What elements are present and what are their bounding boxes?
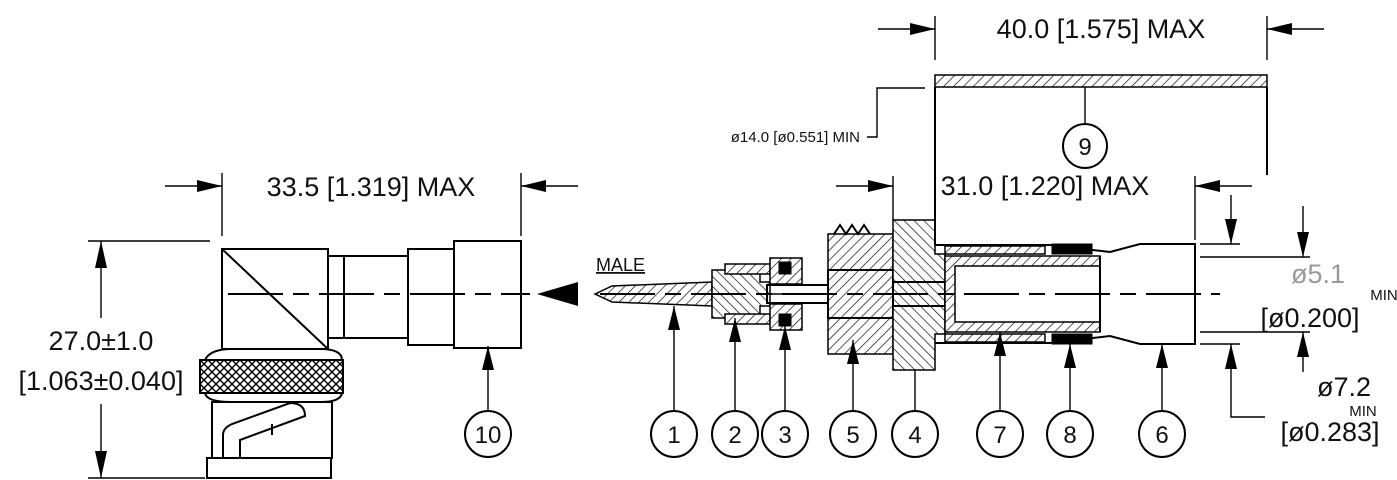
dimension-sleeve-diameter: ø14.0 [ø0.551] MIN — [731, 87, 925, 146]
balloon-10: 10 — [464, 346, 512, 458]
svg-text:ø14.0 [ø0.551] MIN: ø14.0 [ø0.551] MIN — [731, 129, 860, 146]
svg-text:[ø0.283]: [ø0.283] — [1280, 417, 1379, 447]
svg-text:7: 7 — [993, 422, 1006, 449]
svg-text:2: 2 — [728, 422, 741, 449]
heat-shrink-sleeve: 9 — [934, 74, 1268, 245]
svg-text:6: 6 — [1155, 422, 1168, 449]
dimension-height: 27.0±1.0 [1.063±0.040] — [19, 240, 210, 479]
balloon-3: 3 — [761, 326, 809, 458]
balloon-1: 1 — [650, 306, 698, 458]
dimension-diameters: ø5.1 [ø0.200] MIN ø7.2 MIN [ø0.283] — [1200, 195, 1397, 447]
balloon-2: 2 — [711, 318, 759, 458]
cable-assembly-section — [593, 219, 1220, 371]
svg-text:MIN: MIN — [1349, 403, 1377, 420]
mating-arrow: MALE — [537, 255, 645, 306]
svg-text:8: 8 — [1063, 422, 1076, 449]
dimension-strip-length: 31.0 [1.220] MAX — [836, 171, 1252, 240]
balloon-9: 9 — [1078, 134, 1091, 161]
right-angle-connector — [199, 240, 530, 479]
svg-text:ø7.2: ø7.2 — [1317, 372, 1371, 402]
balloon-4: 4 — [891, 370, 939, 458]
height-imperial-label: [1.063±0.040] — [19, 366, 184, 396]
balloon-5: 5 — [829, 340, 877, 458]
svg-text:MIN: MIN — [1370, 287, 1397, 304]
svg-text:5: 5 — [846, 422, 859, 449]
svg-text:1: 1 — [667, 422, 680, 449]
height-metric-label: 27.0±1.0 — [49, 326, 154, 356]
svg-text:40.0 [1.575] MAX: 40.0 [1.575] MAX — [997, 14, 1206, 44]
overall-length-label: 33.5 [1.319] MAX — [267, 172, 476, 202]
svg-text:3: 3 — [778, 422, 791, 449]
dimension-sleeve-length: 40.0 [1.575] MAX — [878, 14, 1324, 60]
svg-text:4: 4 — [908, 422, 921, 449]
dimension-overall-length: 33.5 [1.319] MAX — [165, 172, 578, 236]
balloon-8: 8 — [1046, 344, 1094, 458]
balloon-7: 7 — [976, 332, 1024, 458]
male-label: MALE — [596, 255, 645, 275]
svg-text:ø5.1: ø5.1 — [1291, 259, 1345, 289]
svg-text:[ø0.200]: [ø0.200] — [1260, 303, 1359, 333]
balloon-6: 6 — [1138, 344, 1186, 458]
svg-text:10: 10 — [475, 422, 502, 449]
svg-text:31.0 [1.220] MAX: 31.0 [1.220] MAX — [941, 171, 1150, 201]
